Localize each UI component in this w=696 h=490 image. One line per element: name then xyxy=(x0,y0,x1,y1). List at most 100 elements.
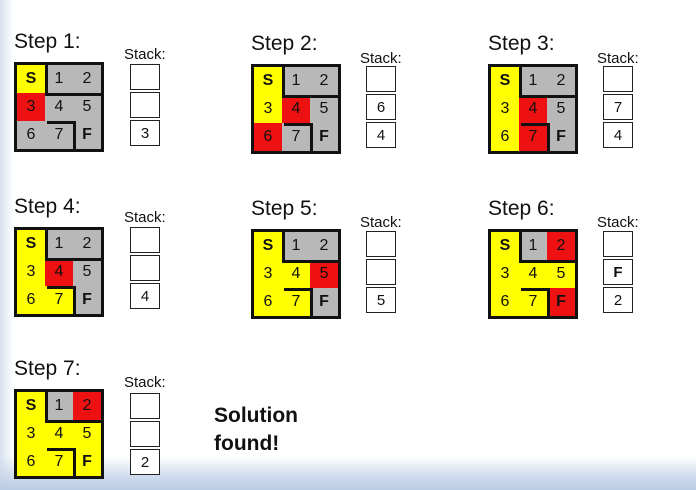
maze-wall xyxy=(547,95,575,98)
maze-wall xyxy=(310,95,338,98)
maze-cell-2: 2 xyxy=(73,392,101,420)
stack-label: Stack: xyxy=(597,214,639,231)
stack-label: Stack: xyxy=(360,214,402,231)
stack-label: Stack: xyxy=(360,50,402,67)
maze-wall xyxy=(282,67,285,97)
maze-cell-7: 7 xyxy=(282,288,310,316)
maze-cell-1: 1 xyxy=(282,67,310,95)
maze-wall xyxy=(547,260,575,263)
maze-cell-2: 2 xyxy=(547,67,575,95)
maze-cell-7: 7 xyxy=(45,121,73,149)
stack-slot: 2 xyxy=(603,287,633,313)
maze-cell-f: F xyxy=(547,123,575,151)
maze-wall xyxy=(521,288,549,291)
stack-slot: 4 xyxy=(603,122,633,148)
maze-wall xyxy=(519,260,549,263)
stack-slot: 4 xyxy=(130,283,160,309)
maze-wall xyxy=(47,121,75,124)
stack: 2 xyxy=(130,391,160,475)
maze-cell-f: F xyxy=(547,288,575,316)
maze-cell-s: S xyxy=(17,65,45,93)
maze-cell-3: 3 xyxy=(254,95,282,123)
stack-slot: 2 xyxy=(130,449,160,475)
maze-wall xyxy=(45,65,48,95)
maze-cell-3: 3 xyxy=(17,93,45,121)
step-title: Step 4: xyxy=(14,195,81,218)
solution-line-2: found! xyxy=(214,432,280,455)
maze-cell-6: 6 xyxy=(491,288,519,316)
maze-cell-5: 5 xyxy=(310,95,338,123)
maze-wall xyxy=(47,448,75,451)
maze-cell-5: 5 xyxy=(73,420,101,448)
bottom-decorative-band xyxy=(0,456,696,490)
maze-wall xyxy=(73,121,76,149)
maze-cell-7: 7 xyxy=(282,123,310,151)
maze-wall xyxy=(519,232,522,262)
maze-wall xyxy=(282,95,312,98)
maze-wall xyxy=(45,93,75,96)
maze-cell-f: F xyxy=(310,123,338,151)
maze-cell-4: 4 xyxy=(519,260,547,288)
stack-slot: 5 xyxy=(366,287,396,313)
maze-wall xyxy=(282,232,285,262)
step-title: Step 7: xyxy=(14,357,81,380)
maze-cell-3: 3 xyxy=(491,260,519,288)
stack: 3 xyxy=(130,62,160,146)
maze-wall xyxy=(73,286,76,314)
maze-cell-7: 7 xyxy=(519,288,547,316)
maze-wall xyxy=(282,260,312,263)
maze-wall xyxy=(284,288,312,291)
stack-slot xyxy=(366,259,396,285)
maze-cell-6: 6 xyxy=(17,286,45,314)
maze-cell-6: 6 xyxy=(17,121,45,149)
maze-wall xyxy=(310,123,313,151)
stack-slot: 4 xyxy=(366,122,396,148)
maze-cell-6: 6 xyxy=(17,448,45,476)
stack-slot: 3 xyxy=(130,120,160,146)
maze-wall xyxy=(284,123,312,126)
stack-label: Stack: xyxy=(124,46,166,63)
step-title: Step 5: xyxy=(251,197,318,220)
maze-cell-6: 6 xyxy=(491,123,519,151)
step-title: Step 2: xyxy=(251,32,318,55)
maze-wall xyxy=(73,93,101,96)
maze-cell-f: F xyxy=(310,288,338,316)
maze-cell-f: F xyxy=(73,448,101,476)
stack-slot xyxy=(603,231,633,257)
maze-cell-s: S xyxy=(491,67,519,95)
maze-cell-1: 1 xyxy=(519,67,547,95)
maze-cell-7: 7 xyxy=(45,286,73,314)
maze-cell-4: 4 xyxy=(282,260,310,288)
maze-cell-7: 7 xyxy=(45,448,73,476)
maze-cell-1: 1 xyxy=(282,232,310,260)
stack-slot xyxy=(130,393,160,419)
maze-wall xyxy=(45,420,75,423)
left-decorative-band xyxy=(0,0,14,490)
maze-cell-1: 1 xyxy=(45,392,73,420)
maze-cell-1: 1 xyxy=(519,232,547,260)
maze-wall xyxy=(310,260,338,263)
stack: 5 xyxy=(366,229,396,313)
maze-wall xyxy=(45,392,48,422)
maze-cell-4: 4 xyxy=(45,93,73,121)
maze-cell-s: S xyxy=(17,392,45,420)
maze-wall xyxy=(547,288,550,316)
stack-label: Stack: xyxy=(124,209,166,226)
stack-slot: 6 xyxy=(366,94,396,120)
step-title: Step 1: xyxy=(14,30,81,53)
maze-cell-2: 2 xyxy=(310,232,338,260)
stack-label: Stack: xyxy=(597,50,639,67)
maze-cell-3: 3 xyxy=(254,260,282,288)
step-title: Step 6: xyxy=(488,197,555,220)
maze-wall xyxy=(310,288,313,316)
maze-cell-1: 1 xyxy=(45,230,73,258)
maze-cell-2: 2 xyxy=(310,67,338,95)
maze-cell-3: 3 xyxy=(17,258,45,286)
